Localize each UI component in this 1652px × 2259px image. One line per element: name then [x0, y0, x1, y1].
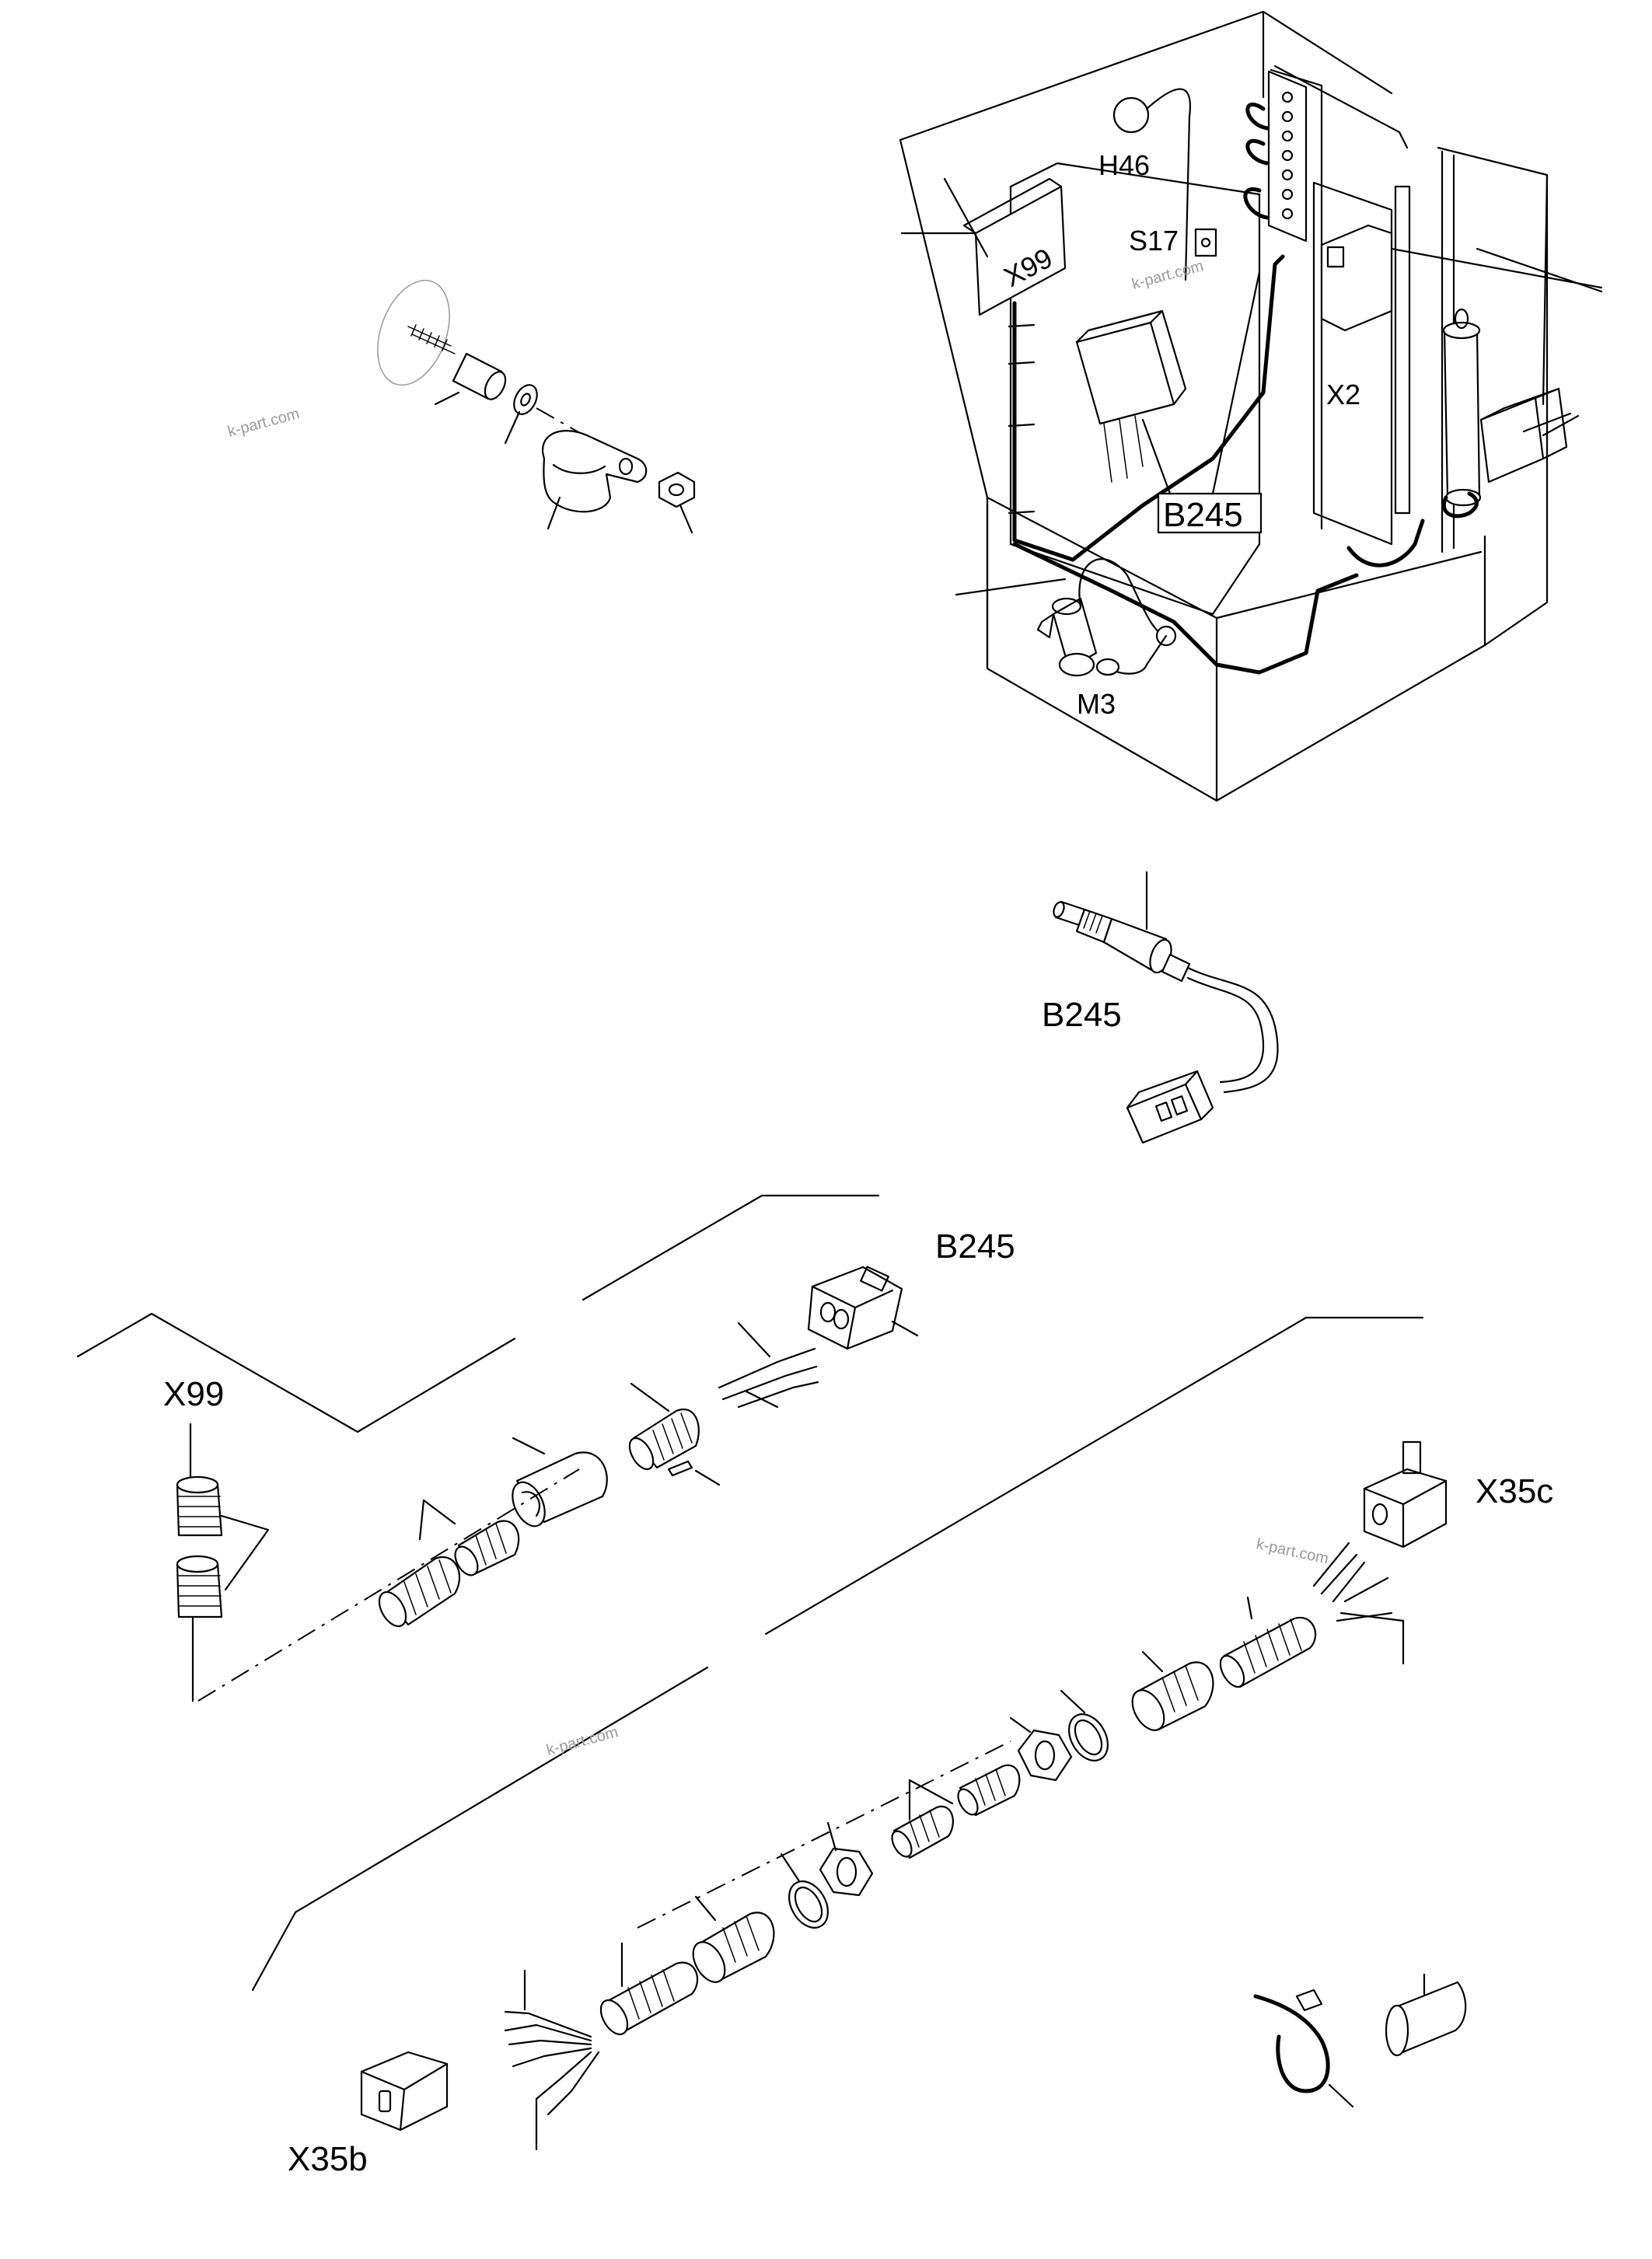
- x35c-lock-nut: [1009, 1716, 1073, 1782]
- p-clamp: [542, 430, 648, 530]
- b245-connector-label: B245: [935, 1227, 1015, 1266]
- h46-lamp: H46: [1098, 88, 1191, 281]
- x99-label: X99: [163, 1375, 224, 1413]
- x99-thread-2: [454, 1520, 520, 1576]
- x35-cable-exploded: X35c: [251, 1316, 1553, 2178]
- x35b-housing: X35b: [288, 2051, 449, 2178]
- b245-housing: B245: [807, 1227, 1015, 1350]
- b245-axis: [197, 1468, 580, 1702]
- m3-motor: M3: [955, 558, 1177, 720]
- watermark: k-part.com: [1255, 1535, 1330, 1567]
- x35c-label: X35c: [1476, 1472, 1553, 1510]
- b245-wires: [718, 1322, 819, 1409]
- s17-switch: S17: [1129, 225, 1217, 257]
- x99-sleeve-top: [176, 1475, 223, 1537]
- x35b-wires: [504, 1969, 600, 2151]
- b245-gland: [628, 1382, 700, 1471]
- panel-disc: [377, 279, 450, 386]
- b245-nut-sleeve: [512, 1437, 608, 1528]
- s17-label: S17: [1129, 225, 1179, 257]
- watermark: k-part.com: [1130, 257, 1206, 293]
- b245-connector-exploded: B245: [76, 1194, 1015, 1702]
- x2-label: X2: [1326, 379, 1360, 410]
- b245-sensor-assembly: B245: [1042, 871, 1279, 1144]
- tape-roll: [1385, 1973, 1467, 2057]
- sensor-probe: [1053, 900, 1191, 983]
- x35b-sleeve: [599, 1942, 699, 2036]
- spacer-sleeve: [434, 352, 507, 406]
- washer: [504, 384, 538, 445]
- x35b-gland: [692, 1895, 775, 1983]
- b245-box-label: B245: [1163, 496, 1243, 534]
- b245-pin: [667, 1460, 721, 1486]
- h46-label: H46: [1098, 149, 1150, 181]
- x35-axis: [637, 1741, 1011, 1929]
- watermark: k-part.com: [226, 405, 302, 441]
- x35c-thread: [957, 1764, 1021, 1817]
- x35c-wires: [1312, 1541, 1405, 1665]
- bolt-thread: [407, 324, 456, 354]
- relay-box-right: [1479, 387, 1580, 484]
- x35c-o-ring: [1060, 1689, 1109, 1761]
- cable-tie: [1253, 1988, 1354, 2108]
- x35c-gland: [1131, 1650, 1214, 1731]
- cabinet-assembly: X99 H46 S17: [899, 10, 1603, 802]
- x35b-thread: [891, 1779, 954, 1859]
- b245-callout: B245: [1141, 271, 1263, 534]
- terminal-strip: [1243, 70, 1308, 243]
- fuse-holder: [1441, 308, 1482, 518]
- x35b-lock-nut: [819, 1821, 874, 1897]
- clamp-fastener-assembly: [377, 279, 696, 534]
- watermark: k-part.com: [545, 1723, 620, 1759]
- control-module: [1075, 309, 1187, 483]
- hex-nut: [658, 471, 696, 534]
- x35b-label: X35b: [288, 2140, 368, 2178]
- b245-plug: [1126, 1070, 1214, 1144]
- m3-label: M3: [1077, 688, 1116, 720]
- x35c-sleeve: [1219, 1596, 1317, 1688]
- x2-component: X2: [1320, 224, 1603, 410]
- x99-thread-1: [378, 1556, 461, 1628]
- x99-sleeve-bottom: [176, 1555, 223, 1618]
- x35b-o-ring: [780, 1852, 829, 1929]
- x99-parts: X99: [163, 1375, 520, 1702]
- x35c-housing: X35c: [1363, 1440, 1553, 1548]
- b245-sensor-label: B245: [1042, 996, 1122, 1034]
